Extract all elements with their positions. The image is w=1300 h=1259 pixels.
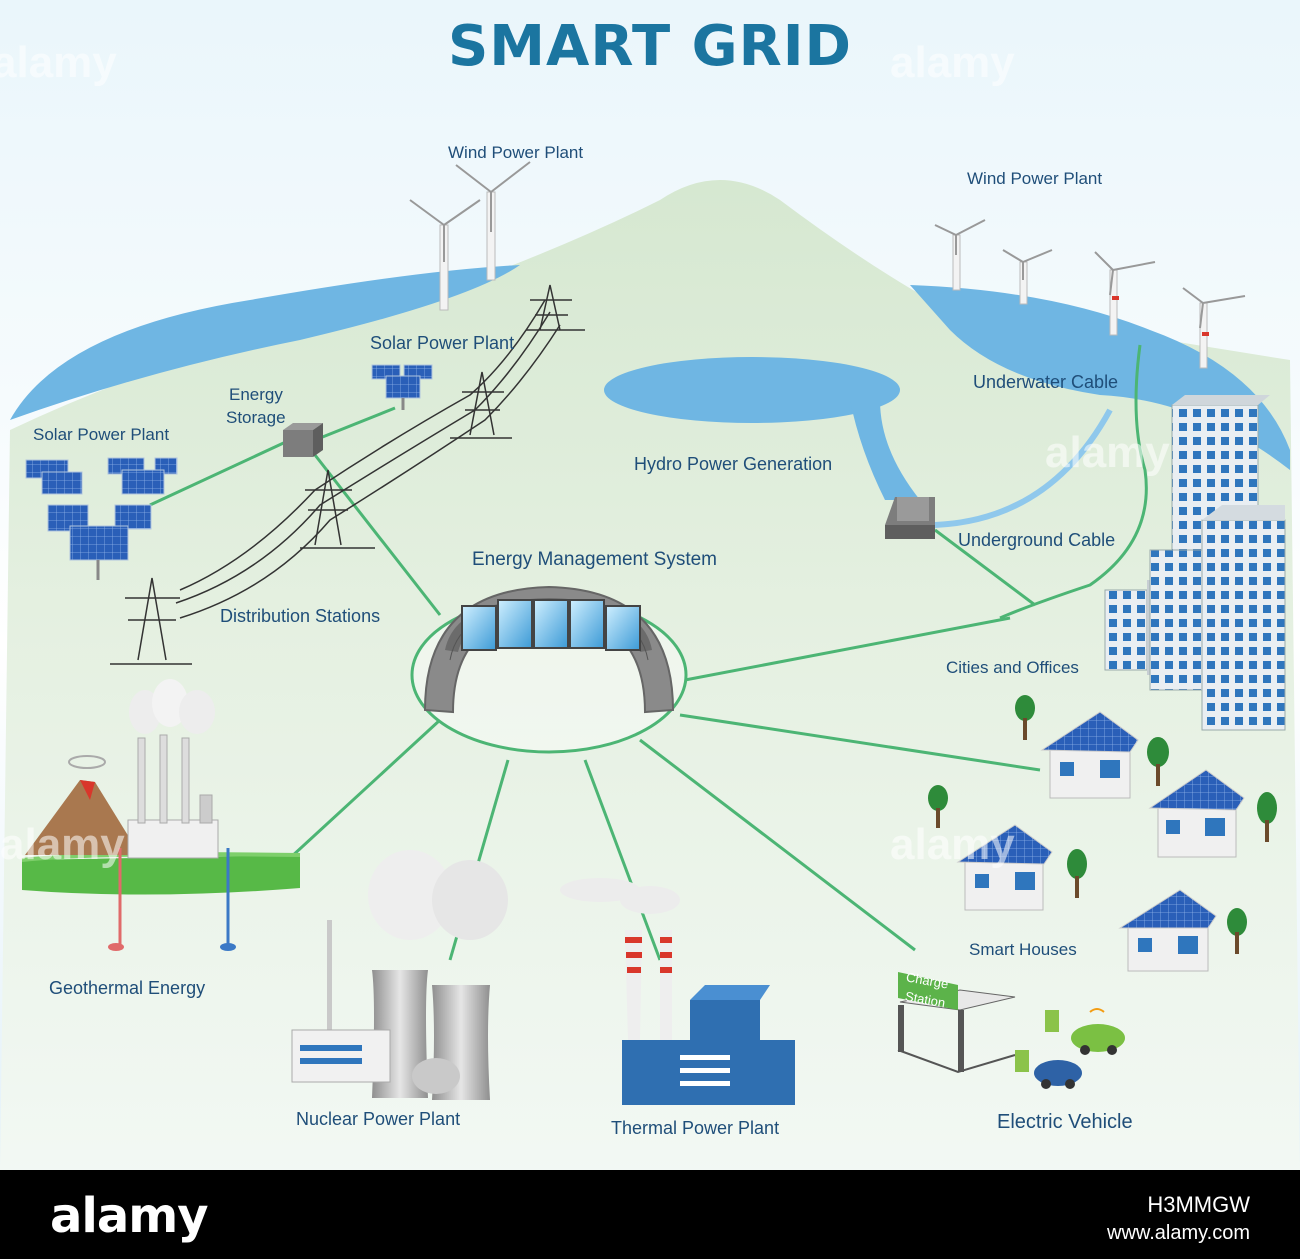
footer-bar: alamy H3MMGW www.alamy.com bbox=[0, 1170, 1300, 1259]
label-energy-storage-line1: Energy bbox=[229, 385, 283, 404]
wind-turbines-right bbox=[934, 219, 1246, 369]
label-underwater-cable: Underwater Cable bbox=[973, 372, 1119, 392]
label-nuclear-power-plant: Nuclear Power Plant bbox=[296, 1109, 461, 1129]
charge-station bbox=[897, 972, 1016, 1074]
label-energy-management-system: Energy Management System bbox=[472, 549, 718, 570]
label-energy-storage-line2: Storage bbox=[226, 408, 286, 427]
wind-turbines-left bbox=[409, 161, 531, 311]
geothermal-plant bbox=[21, 679, 301, 951]
lake bbox=[604, 357, 900, 423]
footer-logo: alamy bbox=[50, 1188, 209, 1244]
sea bbox=[910, 285, 1290, 470]
hydro-plant bbox=[885, 497, 935, 539]
label-smart-houses: Smart Houses bbox=[969, 940, 1077, 959]
waterfall bbox=[850, 400, 920, 500]
watermark: alamy bbox=[0, 820, 125, 869]
watermark: alamy bbox=[1045, 428, 1170, 477]
smart-grid-illustration: SMART GRID Wind Power Plant Wind Power P… bbox=[0, 0, 1300, 1170]
label-geothermal-energy: Geothermal Energy bbox=[49, 978, 206, 998]
house-4 bbox=[1118, 889, 1217, 972]
label-wind-power-plant-1: Wind Power Plant bbox=[448, 143, 584, 162]
footer-image-code: H3MMGW bbox=[1147, 1192, 1250, 1217]
transmission-towers bbox=[110, 284, 585, 665]
house-1 bbox=[1040, 711, 1139, 799]
electric-vehicles bbox=[1015, 1008, 1125, 1089]
footer-url: www.alamy.com bbox=[1107, 1222, 1250, 1244]
smart-houses bbox=[956, 711, 1245, 972]
river bbox=[10, 265, 520, 420]
label-solar-power-plant-1: Solar Power Plant bbox=[370, 333, 515, 353]
solar-panels-center bbox=[371, 364, 433, 410]
nuclear-plant bbox=[291, 850, 508, 1100]
label-cities-and-offices: Cities and Offices bbox=[946, 658, 1079, 677]
label-hydro-power-generation: Hydro Power Generation bbox=[634, 454, 833, 474]
label-thermal-power-plant: Thermal Power Plant bbox=[611, 1118, 780, 1138]
label-solar-power-plant-2: Solar Power Plant bbox=[33, 425, 170, 444]
label-underground-cable: Underground Cable bbox=[958, 530, 1116, 550]
house-3 bbox=[956, 824, 1053, 911]
cable-water bbox=[934, 408, 1113, 528]
smart-grid-scene bbox=[0, 161, 1300, 1170]
city-buildings bbox=[1104, 395, 1286, 731]
energy-storage-box bbox=[283, 423, 323, 457]
label-distribution-stations: Distribution Stations bbox=[220, 606, 381, 626]
ems-hub-building bbox=[423, 585, 675, 714]
watermark: alamy bbox=[890, 820, 1015, 869]
label-electric-vehicle: Electric Vehicle bbox=[997, 1111, 1133, 1133]
thermal-plant bbox=[560, 878, 795, 1105]
label-wind-power-plant-2: Wind Power Plant bbox=[967, 169, 1103, 188]
house-2 bbox=[1148, 769, 1245, 858]
page-title: SMART GRID bbox=[447, 14, 853, 79]
trees bbox=[928, 695, 1277, 954]
solar-panels-left bbox=[25, 457, 178, 580]
watermark: alamy bbox=[890, 38, 1015, 87]
watermark: alamy bbox=[0, 38, 117, 87]
